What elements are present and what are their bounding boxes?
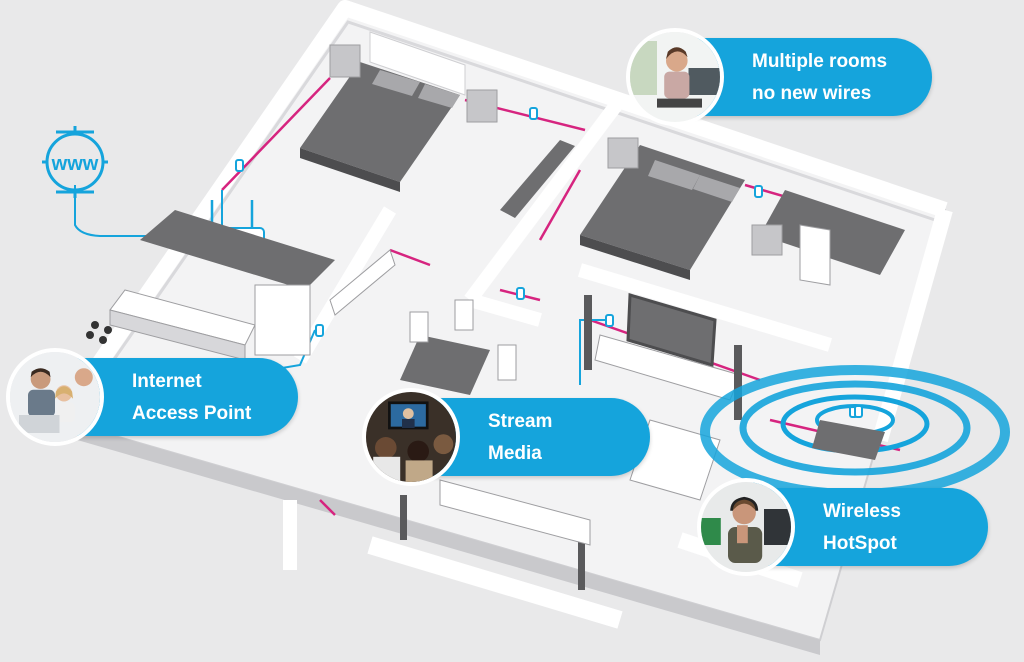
interior-wall [464,95,626,305]
callout-label-line1: Multiple rooms [752,51,888,72]
interior-wall [468,293,542,327]
callout-stream-media: Stream Media [362,388,650,486]
callout-label: Multiple rooms no new wires [752,46,887,110]
callout-label: Wireless HotSpot [823,496,901,560]
person-at-desk-photo [626,28,724,126]
callout-label-line1: Wireless [823,501,901,522]
callout-label: Internet Access Point [132,366,251,430]
family-at-laptop-photo [6,348,104,446]
bedroom-furniture [580,137,905,286]
interior-wall [293,206,397,364]
dining-furniture [400,299,517,395]
man-with-headset-photo [697,478,795,576]
interior-wall [577,263,833,352]
callout-label-line2: HotSpot [823,533,897,554]
callout-label-line2: no new wires [752,83,872,104]
apartment-floor-edge [60,420,820,655]
callout-label-line2: Media [488,443,542,464]
outer-wall-top-shadow [70,20,936,421]
www-label: www [51,153,99,175]
hotspot-desk [812,405,885,460]
callout-multiple-rooms: Multiple rooms no new wires [626,28,932,126]
people-watching-tv-photo [362,388,460,486]
outer-wall-top [53,0,948,425]
living-room-furniture [400,293,742,590]
callout-label-line1: Internet [132,371,202,392]
kitchen-furniture [86,210,396,361]
bedroom-furniture [300,31,575,218]
interior-wall [367,536,623,629]
callout-label-line1: Stream [488,411,553,432]
callout-label: Stream Media [488,406,552,470]
callout-internet-access-point: Internet Access Point [6,348,298,446]
www-globe-icon: www [42,126,108,198]
callout-label-line2: Access Point [132,403,252,424]
callout-wireless-hotspot: Wireless HotSpot [697,478,988,576]
